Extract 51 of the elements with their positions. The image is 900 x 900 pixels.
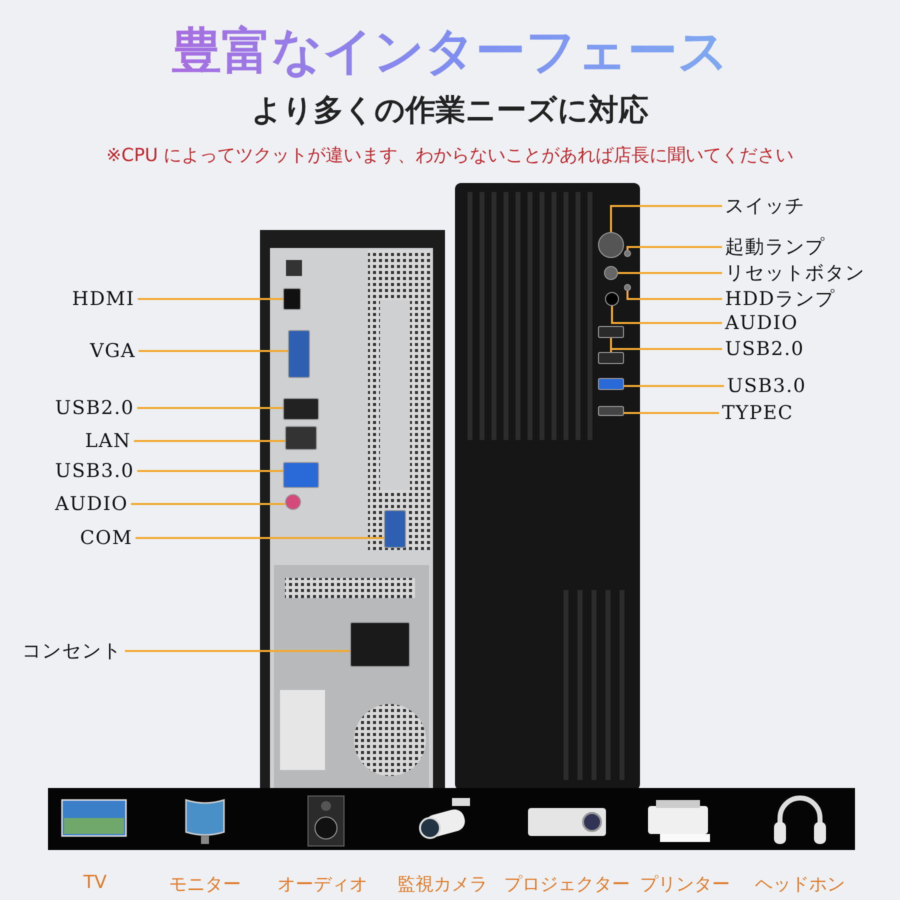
port-label: スイッチ [725,195,805,217]
port-label: TYPEC [722,402,794,424]
leader-line [626,246,722,250]
leader-line [134,440,285,442]
device-caption: 監視カメラ [398,874,488,895]
device-caption: ヘッドホン [755,874,845,895]
port-label: HDMI [72,288,135,310]
port-label: COM [80,527,133,549]
port-label: 起動ランプ [725,236,825,258]
serial-port [384,510,406,548]
leader-line [138,298,283,300]
port-label: USB2.0 [725,338,804,360]
note-text: ※CPU によってツクットが違います、わからないことがあれば店長に聞いてください [105,144,795,167]
port-label: コンセント [22,640,122,662]
leader-line [611,306,722,324]
port-label: AUDIO [725,312,798,334]
leader-line [137,407,283,409]
usb-port [598,352,624,364]
leader-line [624,412,719,414]
port-label: AUDIO [55,493,128,515]
port-label: USB2.0 [55,397,134,419]
port-label: リセットボタン [725,262,865,284]
leader-line [137,470,283,472]
device-caption: プロジェクター [504,874,630,895]
leader-line [610,205,722,232]
lan-port [285,426,317,450]
port-label: USB3.0 [727,375,806,397]
usb-port [598,326,624,338]
leader-line [618,272,722,274]
leader-line [138,350,288,352]
usb-port-pair [283,398,319,420]
usb-port [598,378,624,390]
port-label: USB3.0 [55,460,134,482]
leader-line [136,537,384,539]
hdmi-port [283,288,301,310]
device-caption: プリンター [640,874,730,895]
leader-line [125,650,350,652]
leader-line [131,503,285,505]
port-label: LAN [85,430,131,452]
port-label: VGA [90,340,136,362]
device-caption: オーディオ [278,874,368,895]
usb-port-pair [283,462,319,488]
vga-port [288,330,310,378]
leader-line [626,291,722,300]
usb-c-port [598,406,624,416]
subtitle: より多くの作業ニーズに対応 [250,92,650,130]
device-caption: モニター [169,874,241,895]
device-caption: TV [83,872,107,893]
port-label: HDDランプ [725,288,836,310]
leader-line [624,385,724,387]
power-inlet [350,622,410,667]
